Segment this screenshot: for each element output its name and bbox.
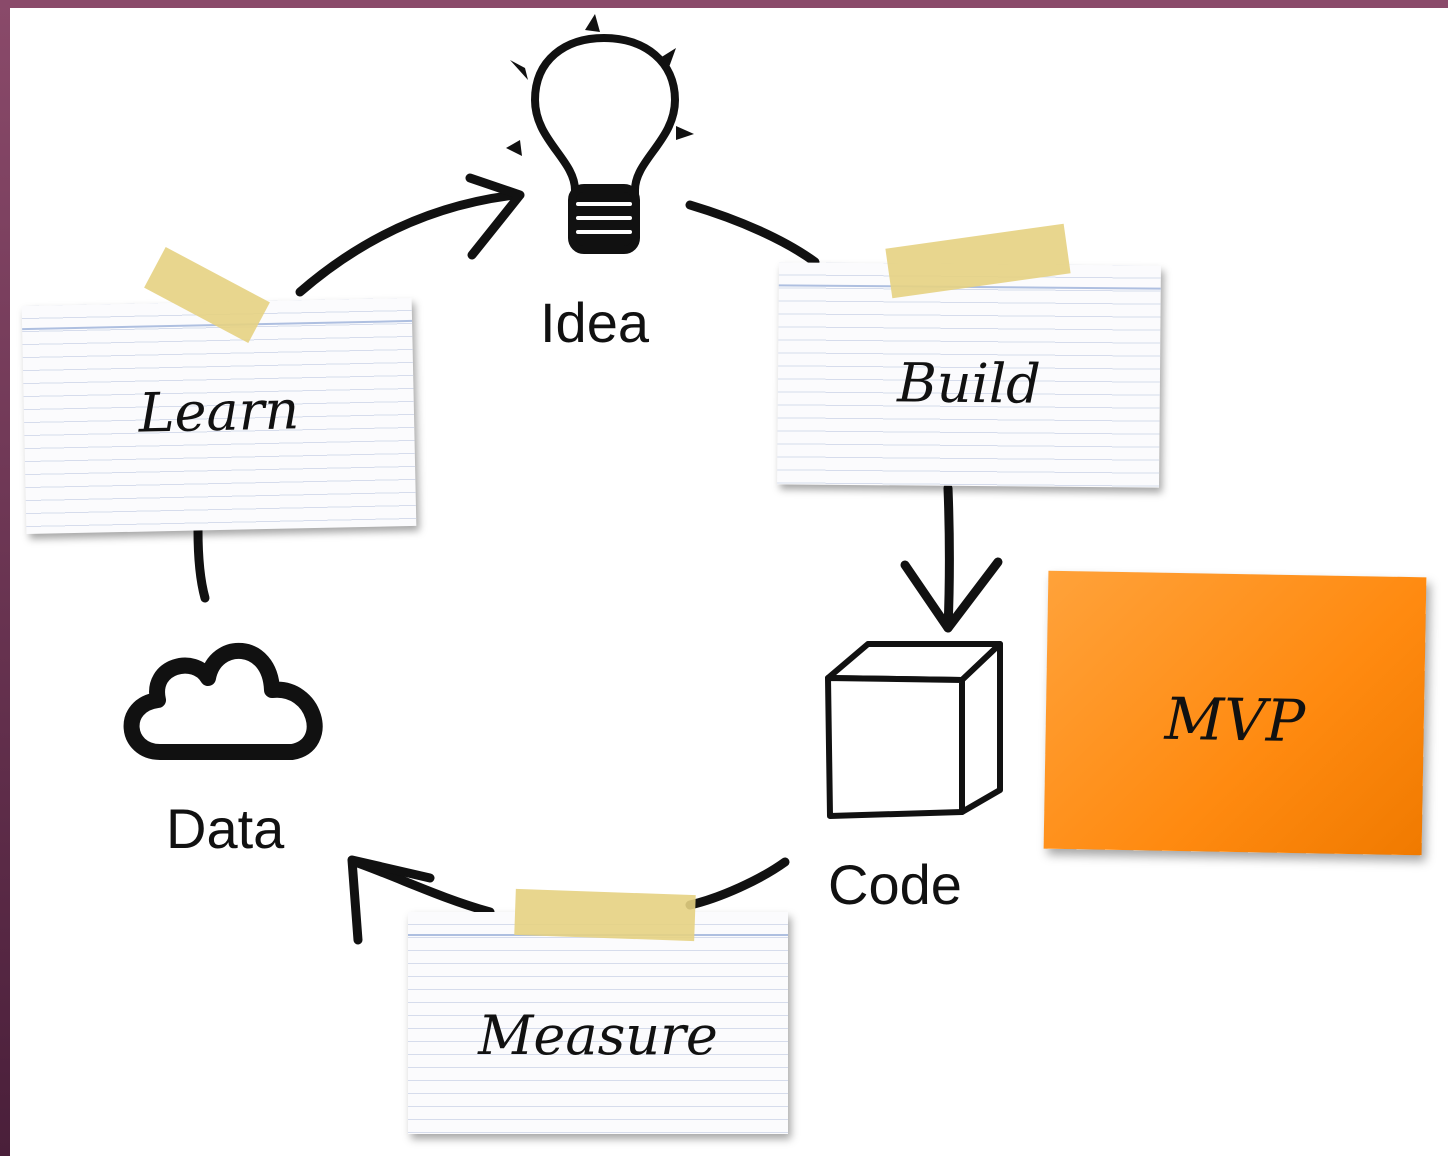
arrow-code-to-measure xyxy=(685,857,790,910)
card-measure-text: Measure xyxy=(478,1004,718,1067)
tape-measure xyxy=(514,888,696,942)
arrowhead-code xyxy=(900,557,1003,633)
card-build: Build xyxy=(777,262,1161,488)
node-label-idea: Idea xyxy=(540,291,649,354)
arrowhead-idea xyxy=(465,173,525,260)
sticky-note-mvp: MVP xyxy=(1043,570,1427,856)
arrow-build-to-code xyxy=(943,483,954,633)
sticky-note-mvp-text: MVP xyxy=(1164,684,1306,756)
cloud-icon xyxy=(123,643,323,760)
card-learn-text: Learn xyxy=(137,378,300,445)
arrow-data-to-learn xyxy=(193,525,210,603)
arrowhead-data xyxy=(347,855,435,945)
lightbulb-icon xyxy=(506,14,694,254)
card-measure: Measure xyxy=(408,912,788,1134)
arrow-idea-to-build xyxy=(685,200,820,267)
card-build-text: Build xyxy=(896,351,1041,416)
node-label-data: Data xyxy=(166,797,285,860)
cube-icon xyxy=(825,641,1003,819)
node-label-code: Code xyxy=(828,853,962,916)
card-learn: Learn xyxy=(21,297,417,535)
arrow-learn-to-idea xyxy=(295,190,520,297)
